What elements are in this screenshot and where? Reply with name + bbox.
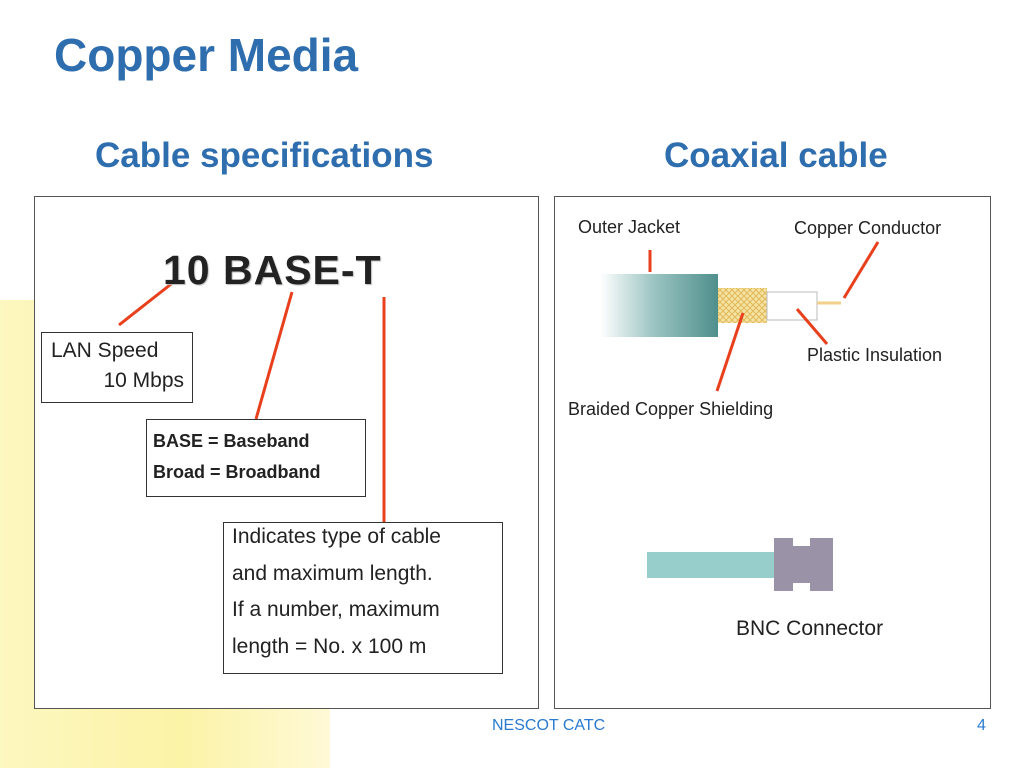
footer-text: NESCOT CATC — [492, 717, 606, 734]
lan-speed-line-2: 10 Mbps — [103, 369, 184, 392]
bnc-connector-shape — [774, 538, 833, 591]
cable-code-label: 10 BASE-T — [163, 247, 382, 293]
cable-type-line-1: Indicates type of cable — [232, 525, 441, 548]
bnc-cable-shape — [647, 552, 774, 578]
cable-type-line-4: length = No. x 100 m — [232, 635, 427, 658]
coaxial-cable-heading: Coaxial cable — [664, 136, 888, 175]
coax-cable-illustration — [600, 241, 880, 591]
lan-speed-line-1: LAN Speed — [51, 339, 159, 362]
cable-type-line-2: and maximum length. — [232, 562, 433, 585]
cable-spec-panel: 10 BASE-T LAN Speed 10 Mbps BASE = Baseb… — [34, 196, 539, 709]
coax-cable-panel: Outer Jacket Copper Conductor Plastic In… — [554, 196, 991, 709]
outer-jacket-label: Outer Jacket — [578, 217, 681, 237]
page-number: 4 — [977, 717, 986, 734]
base-pointer-line — [254, 291, 294, 420]
braided-shielding-pointer — [715, 312, 745, 392]
baseband-line-1: BASE = Baseband — [153, 431, 310, 451]
slide-title: Copper Media — [54, 29, 359, 81]
spec-pointer-lines — [118, 279, 386, 522]
plastic-insulation-pointer — [795, 308, 829, 345]
bnc-connector-label: BNC Connector — [736, 617, 884, 640]
copper-conductor-pointer — [842, 241, 880, 299]
outer-jacket-shape — [600, 274, 718, 337]
cable-specifications-heading: Cable specifications — [95, 136, 434, 175]
speed-pointer-line — [118, 279, 176, 327]
baseband-box: BASE = Baseband Broad = Broadband — [146, 419, 366, 497]
cable-type-line-3: If a number, maximum — [232, 598, 440, 621]
braided-shielding-label: Braided Copper Shielding — [568, 399, 774, 419]
copper-conductor-label: Copper Conductor — [794, 218, 942, 238]
lan-speed-box: LAN Speed 10 Mbps — [41, 332, 193, 403]
plastic-insulation-shape — [766, 291, 818, 321]
plastic-insulation-label: Plastic Insulation — [807, 345, 943, 365]
baseband-line-2: Broad = Broadband — [153, 462, 321, 482]
cable-type-box: Indicates type of cable and maximum leng… — [223, 522, 503, 674]
